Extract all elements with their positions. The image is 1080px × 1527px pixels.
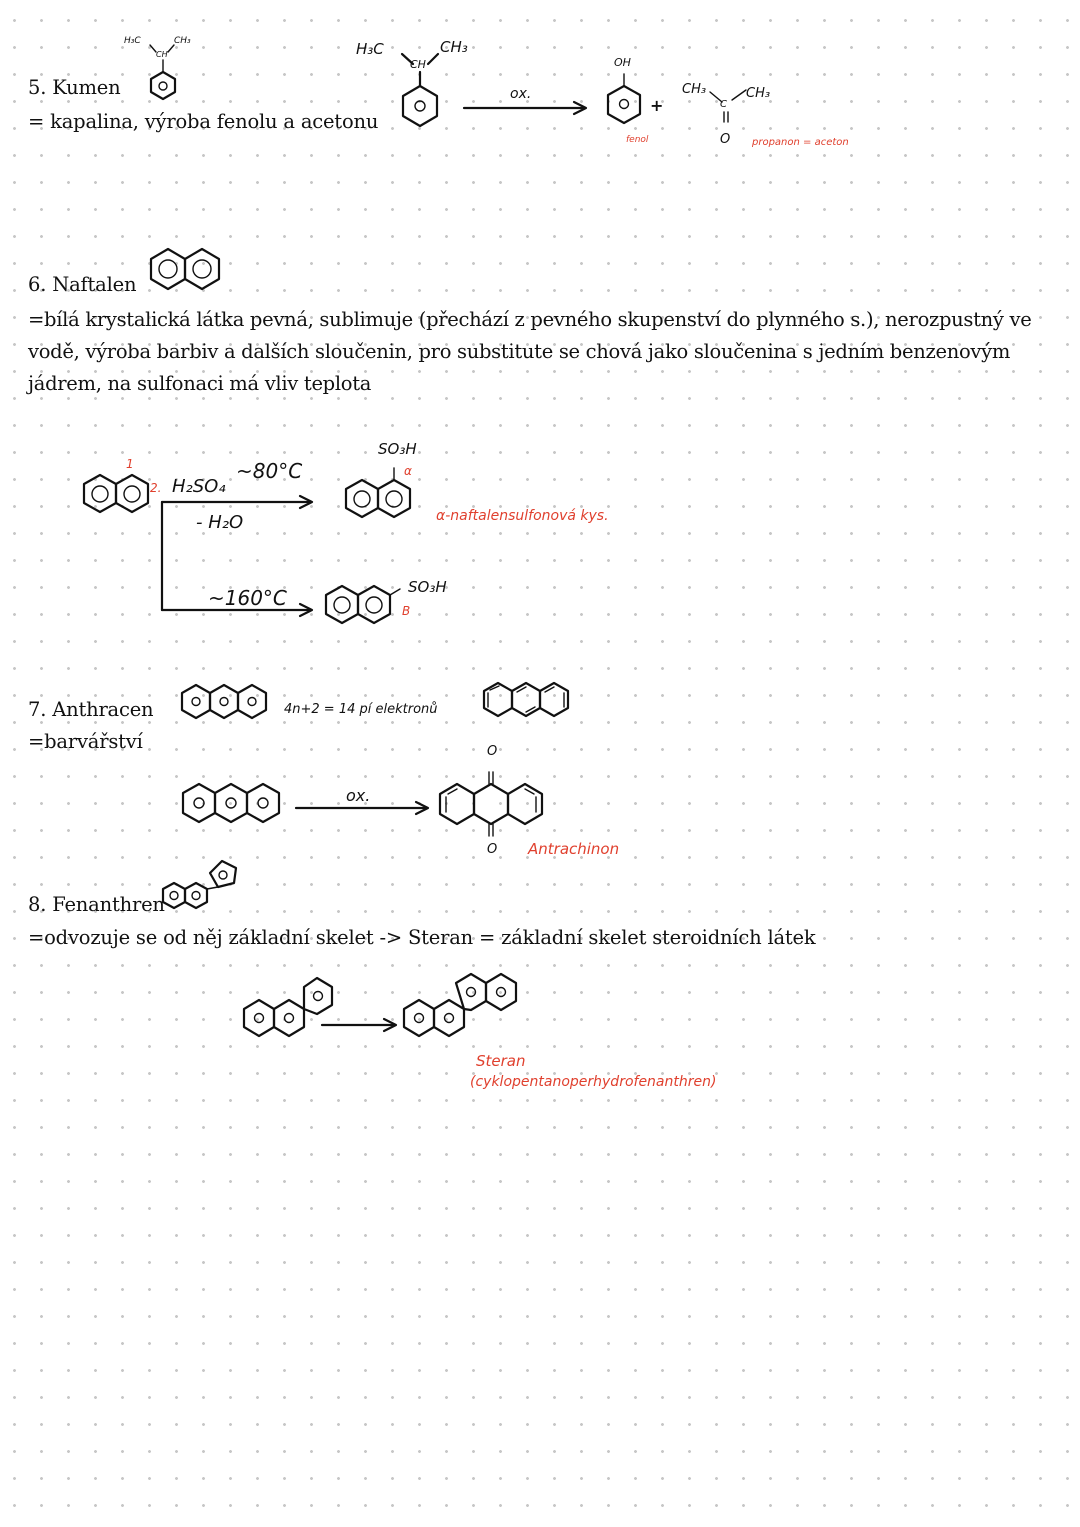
- kumen-title: 5. Kumen: [28, 76, 121, 99]
- steran-label: Steran: [476, 1052, 526, 1070]
- naftalen-title: 6. Naftalen: [28, 273, 137, 296]
- anthracene-arrow-label: ox.: [346, 786, 371, 805]
- fenanthren-title: 8. Fenanthren: [28, 893, 165, 916]
- naftalen-description: =bílá krystalická látka pevná, sublimuje…: [28, 308, 1032, 395]
- cumene-rx-h3c: H₃C: [356, 40, 384, 58]
- acetone-label: propanon = aceton: [752, 137, 849, 148]
- anthracene-oxidation-arrow: [294, 800, 430, 816]
- acetone-right-ch3: CH₃: [746, 86, 771, 101]
- anthraquinone-top-o: O: [487, 744, 498, 759]
- huckel-rule-note: 4n+2 = 14 pí elektronů: [284, 702, 438, 717]
- phenanthrene-small-structure: [161, 859, 238, 910]
- steran-structure: [402, 972, 518, 1038]
- cumene-rx-ch3: CH₃: [440, 38, 468, 56]
- anthraquinone-structure: [438, 771, 544, 837]
- alpha-sulfonic-acid-structure: [344, 467, 412, 519]
- fenanthren-description: =odvozuje se od něj základní skelet -> S…: [28, 926, 816, 949]
- anthraquinone-label: Antrachinon: [528, 840, 620, 858]
- steran-arrow: [320, 1017, 398, 1033]
- acetone-oxygen: O: [720, 132, 731, 147]
- anthracen-title: 7. Anthracen: [28, 698, 154, 721]
- anthracene-reactant-structure: [181, 782, 281, 824]
- position-1-label: 1: [126, 457, 134, 471]
- reagent-h2so4: H₂SO₄: [172, 476, 226, 497]
- alpha-mark: α: [404, 464, 412, 478]
- phenol-structure: [606, 73, 642, 125]
- anthracene-circles-structure: [180, 683, 268, 720]
- sulfonation-arrows: [160, 494, 314, 618]
- cumene-small-ch3: CH₃: [174, 36, 191, 46]
- beta-sulfonic-acid-structure: [324, 584, 401, 625]
- cumene-small-ch: CH: [156, 50, 168, 59]
- kumen-description: = kapalina, výroba fenolu a acetonu: [28, 110, 379, 133]
- anthracene-kekule-structure: [482, 681, 570, 718]
- acetone-structure: [709, 89, 747, 123]
- cumene-small-structure: [149, 44, 177, 101]
- minus-water: - H₂O: [196, 512, 244, 533]
- phenol-oh: OH: [614, 56, 631, 69]
- phenanthrene-reactant-structure: [242, 976, 334, 1038]
- anthracen-description: =barvářství: [28, 730, 143, 753]
- steran-systematic-name: (cyklopentanoperhydrofenanthren): [470, 1074, 717, 1090]
- cumene-oxidation-arrow: [462, 100, 588, 116]
- naphthalene-structure: [149, 247, 221, 291]
- position-2-label: 2.: [150, 481, 162, 495]
- alpha-so3h: SO₃H: [378, 440, 417, 458]
- naphthalene-reactant: [82, 473, 150, 514]
- cumene-arrow-label: ox.: [510, 86, 532, 102]
- acetone-left-ch3: CH₃: [682, 82, 707, 97]
- alpha-temperature: ~80°C: [236, 459, 303, 483]
- reaction-plus: +: [650, 96, 664, 115]
- alpha-product-name: α-naftalensulfonová kys.: [436, 508, 609, 524]
- cumene-small-h3c: H₃C: [124, 36, 141, 46]
- acetone-carbon: C: [720, 99, 727, 110]
- beta-so3h: SO₃H: [408, 578, 447, 596]
- beta-temperature: ~160°C: [208, 586, 287, 610]
- beta-mark: B: [402, 604, 411, 618]
- cumene-reactant-structure: [400, 52, 440, 128]
- phenol-label: fenol: [626, 135, 649, 145]
- cumene-rx-ch: CH: [410, 58, 426, 71]
- anthraquinone-bottom-o: O: [487, 842, 498, 857]
